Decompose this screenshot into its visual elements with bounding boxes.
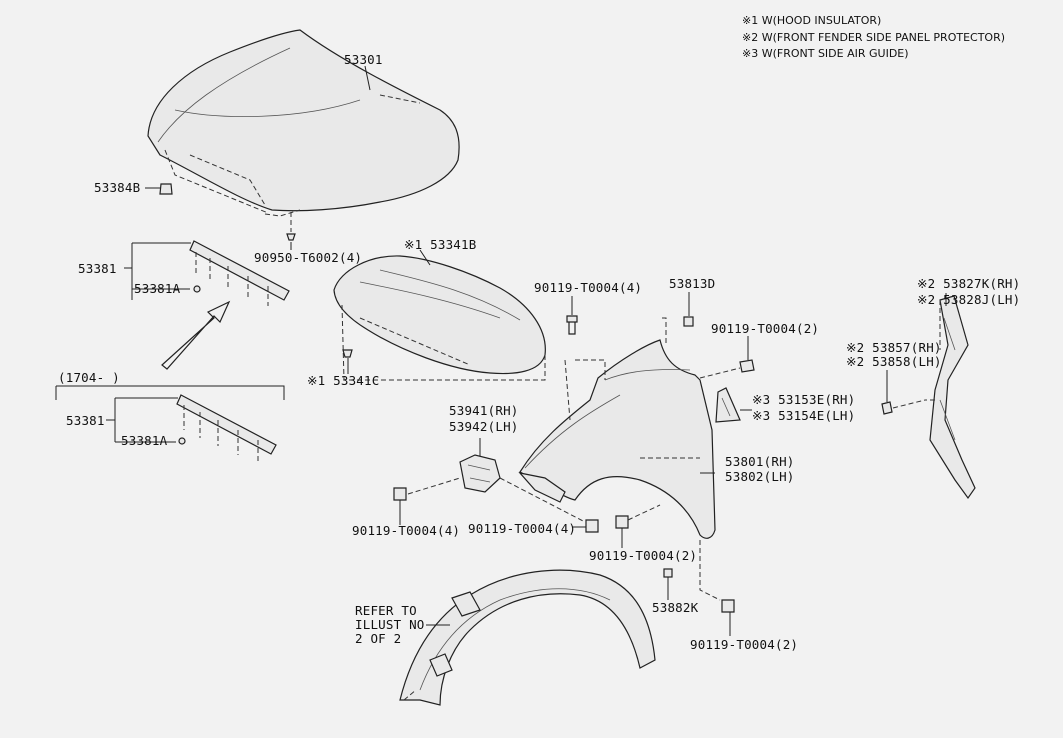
- bolt-d-part[interactable]: [585, 519, 599, 533]
- label-plug-top[interactable]: 53813D: [669, 276, 715, 291]
- label-bolt-d[interactable]: 90119-T0004(4): [468, 521, 576, 536]
- label-bracket-rh[interactable]: 53941(RH): [449, 403, 519, 418]
- label-date-range[interactable]: (1704- ): [58, 370, 120, 385]
- hood-panel[interactable]: [147, 29, 460, 217]
- hood-insulator-part[interactable]: [333, 255, 546, 381]
- nut-plate-dash: [699, 540, 721, 601]
- plug-top-part[interactable]: [683, 316, 694, 327]
- fender-protector-part[interactable]: [925, 295, 976, 500]
- date-bracket: [55, 385, 285, 400]
- label-refer-line3[interactable]: 2 OF 2: [355, 631, 401, 646]
- nut-plate-part[interactable]: [663, 568, 673, 578]
- label-seal-top[interactable]: 53381A: [134, 281, 181, 296]
- label-air-guide-lh[interactable]: ※3 53154E(LH): [752, 408, 855, 423]
- label-seal-bottom[interactable]: 53381A: [121, 433, 168, 448]
- direction-arrow: [161, 300, 231, 370]
- label-bracket-lh[interactable]: 53942(LH): [449, 419, 519, 434]
- label-hood[interactable]: 53301: [344, 52, 383, 67]
- label-hood-bumper[interactable]: 53384B: [94, 180, 140, 195]
- label-refer-line1[interactable]: REFER TO: [355, 603, 417, 618]
- hood-seal-top-part[interactable]: [189, 240, 290, 306]
- label-bolt-f[interactable]: 90119-T0004(2): [690, 637, 798, 652]
- bolt-b-part[interactable]: [739, 359, 755, 373]
- hood-leader: [364, 65, 371, 91]
- bolt-b-dash: [699, 367, 741, 379]
- bracket-dash-left: [407, 477, 461, 495]
- label-bolt-e[interactable]: 90119-T0004(2): [589, 548, 697, 563]
- label-protector-lh[interactable]: ※2 53828J(LH): [917, 292, 1020, 307]
- protector-seal-part[interactable]: [881, 401, 893, 415]
- bolt-f-part[interactable]: [721, 599, 735, 613]
- label-bolt-b[interactable]: 90119-T0004(2): [711, 321, 819, 336]
- protector-seal-dash: [892, 399, 926, 409]
- label-fender-rh[interactable]: 53801(RH): [725, 454, 795, 469]
- note-fender-protector: ※2 W(FRONT FENDER SIDE PANEL PROTECTOR): [742, 31, 1005, 44]
- hood-clip-part[interactable]: [286, 233, 296, 241]
- plug-top-dash: [662, 317, 667, 345]
- label-nut-plate[interactable]: 53882K: [652, 600, 699, 615]
- hood-seal-bottom-part[interactable]: [176, 394, 277, 464]
- label-seal-rh[interactable]: ※2 53857(RH): [846, 340, 942, 355]
- note-hood-insulator: ※1 W(HOOD INSULATOR): [742, 14, 881, 27]
- label-seal-lh[interactable]: ※2 53858(LH): [846, 354, 942, 369]
- insulator-clip-part[interactable]: [342, 349, 353, 358]
- label-bolt-a[interactable]: 90119-T0004(4): [534, 280, 642, 295]
- seal-bottom-clip[interactable]: [178, 437, 186, 445]
- label-insulator-clip[interactable]: ※1 53341C: [307, 373, 379, 388]
- air-guide-part[interactable]: [715, 387, 741, 423]
- bolt-c-part[interactable]: [393, 487, 407, 501]
- label-air-guide-rh[interactable]: ※3 53153E(RH): [752, 392, 855, 407]
- label-seal-assy-bottom[interactable]: 53381: [66, 413, 105, 428]
- label-seal-assy-top[interactable]: 53381: [78, 261, 117, 276]
- label-bolt-c[interactable]: 90119-T0004(4): [352, 523, 460, 538]
- label-hood-clip[interactable]: 90950-T6002(4): [254, 250, 362, 265]
- front-fender-part[interactable]: [518, 339, 716, 539]
- bolt-e-dash: [627, 504, 661, 521]
- insulator-leader: [419, 249, 431, 266]
- bolt-a-part[interactable]: [566, 315, 578, 335]
- seal-top-clip[interactable]: [193, 285, 201, 293]
- fender-bracket-part[interactable]: [459, 454, 501, 493]
- legend-notes: ※1 W(HOOD INSULATOR) ※2 W(FRONT FENDER S…: [742, 14, 1005, 60]
- label-protector-rh[interactable]: ※2 53827K(RH): [917, 276, 1020, 291]
- label-refer-line2[interactable]: ILLUST NO: [355, 617, 425, 632]
- label-fender-lh[interactable]: 53802(LH): [725, 469, 795, 484]
- label-insulator[interactable]: ※1 53341B: [404, 237, 476, 252]
- note-air-guide: ※3 W(FRONT SIDE AIR GUIDE): [742, 47, 909, 60]
- bolt-e-part[interactable]: [615, 515, 629, 529]
- fender-liner-part[interactable]: [399, 569, 656, 706]
- hood-bumper-part[interactable]: [159, 183, 173, 195]
